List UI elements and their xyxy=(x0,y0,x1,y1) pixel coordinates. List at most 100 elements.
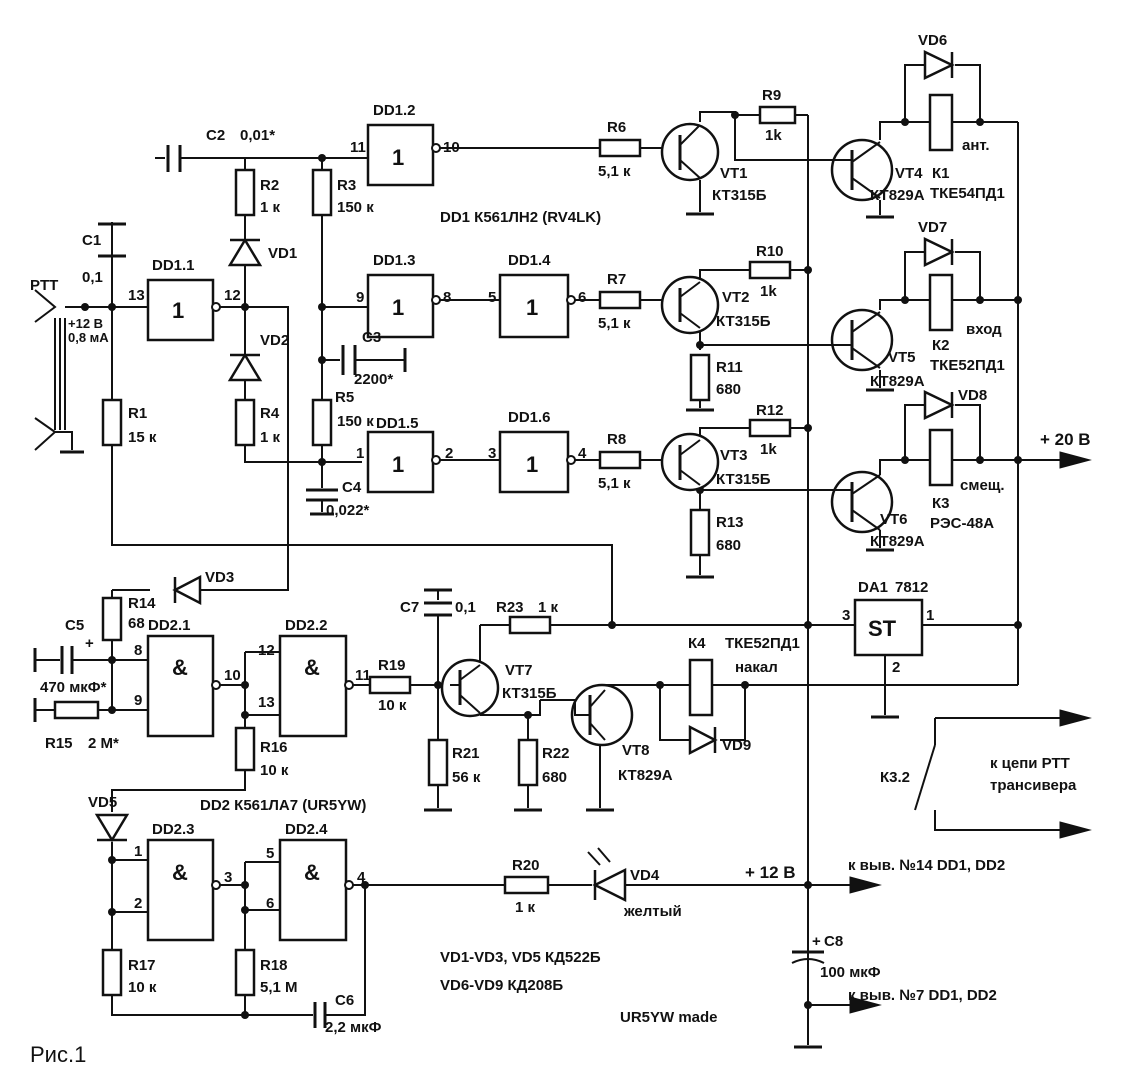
svg-text:R15: R15 xyxy=(45,735,73,752)
ptt-label: PTT xyxy=(30,277,58,294)
diode-vd6: VD6 xyxy=(918,32,955,80)
svg-text:10: 10 xyxy=(443,139,460,156)
svg-text:R13: R13 xyxy=(716,514,744,531)
gate-dd1-5: 1 DD1.5 1 2 xyxy=(356,415,453,494)
resistor-r21: R21 56 к xyxy=(427,738,481,787)
capacitor-c7: C7 0,1 xyxy=(400,599,476,616)
svg-text:1k: 1k xyxy=(760,283,777,300)
svg-text:КТ315Б: КТ315Б xyxy=(716,313,771,330)
transistor-vt5: VT5 КТ829А xyxy=(830,308,925,390)
svg-text:DD1.4: DD1.4 xyxy=(508,252,551,269)
svg-text:R12: R12 xyxy=(756,402,784,419)
svg-text:R21: R21 xyxy=(452,745,480,762)
svg-text:ант.: ант. xyxy=(962,137,990,154)
svg-text:680: 680 xyxy=(716,381,741,398)
svg-text:8: 8 xyxy=(443,289,451,306)
svg-text:2: 2 xyxy=(445,445,453,462)
svg-text:10 к: 10 к xyxy=(128,979,157,996)
svg-text:R6: R6 xyxy=(607,119,626,136)
diode-vd2: VD2 xyxy=(227,332,289,382)
svg-text:VD2: VD2 xyxy=(260,332,289,349)
resistor-r1: R1 15 к xyxy=(101,398,157,447)
gate-dd1-1: 1 DD1.1 13 12 xyxy=(128,257,241,342)
gate-dd1-4: 1 DD1.4 5 6 xyxy=(488,252,586,339)
svg-text:&: & xyxy=(304,655,320,680)
resistor-r22: R22 680 xyxy=(517,738,570,787)
ptt-current: 0,8 мА xyxy=(68,330,109,345)
svg-text:1: 1 xyxy=(392,295,404,320)
svg-text:68: 68 xyxy=(128,615,145,632)
svg-text:150 к: 150 к xyxy=(337,413,374,430)
resistor-r7: R7 5,1 к xyxy=(598,271,642,332)
svg-text:5,1 М: 5,1 М xyxy=(260,979,298,996)
svg-text:R20: R20 xyxy=(512,857,540,874)
diode-vd9: VD9 xyxy=(688,724,751,756)
svg-text:1: 1 xyxy=(134,843,142,860)
transistor-vt6: VT6 КТ829А xyxy=(830,470,925,550)
resistor-r4: R4 1 к xyxy=(234,398,281,447)
svg-text:R8: R8 xyxy=(607,431,626,448)
svg-text:10: 10 xyxy=(224,667,241,684)
svg-text:R22: R22 xyxy=(542,745,570,762)
svg-text:1k: 1k xyxy=(765,127,782,144)
svg-text:R14: R14 xyxy=(128,595,156,612)
dd2-note: DD2 К561ЛА7 (UR5YW) xyxy=(200,797,366,814)
svg-text:DD1.6: DD1.6 xyxy=(508,409,551,426)
svg-text:470 мкФ*: 470 мкФ* xyxy=(40,679,107,696)
resistor-r15: R15 2 М* xyxy=(45,700,119,752)
transistor-vt2: VT2 КТ315Б xyxy=(660,275,771,335)
relay-k1: К1 ТКЕ54ПД1 ант. xyxy=(928,93,1005,202)
resistor-r17: R17 10 к xyxy=(101,948,157,997)
svg-text:R10: R10 xyxy=(756,243,784,260)
resistor-r11: R11 680 xyxy=(689,353,743,402)
diode-vd3: VD3 xyxy=(172,569,234,606)
resistor-r16: R16 10 к xyxy=(234,726,289,779)
svg-text:К3: К3 xyxy=(932,495,950,512)
svg-text:13: 13 xyxy=(258,694,275,711)
svg-text:3: 3 xyxy=(842,607,850,624)
resistor-r14: R14 68 xyxy=(101,595,156,642)
svg-text:&: & xyxy=(172,860,188,885)
svg-text:9: 9 xyxy=(356,289,364,306)
junctions xyxy=(81,111,1022,1019)
ptt-chain-line1: к цепи РТТ xyxy=(990,755,1070,772)
svg-text:C6: C6 xyxy=(335,992,354,1009)
dd1-note: DD1 К561ЛН2 (RV4LK) xyxy=(440,209,601,226)
svg-text:R11: R11 xyxy=(716,359,743,376)
svg-text:12: 12 xyxy=(258,642,275,659)
svg-text:C4: C4 xyxy=(342,479,362,496)
svg-text:8: 8 xyxy=(134,642,142,659)
svg-text:КТ315Б: КТ315Б xyxy=(502,685,557,702)
arrows xyxy=(849,451,1092,1014)
svg-text:VD6: VD6 xyxy=(918,32,947,49)
relay-k4: К4 ТКЕ52ПД1 накал xyxy=(688,635,800,717)
svg-text:VD1: VD1 xyxy=(268,245,297,262)
svg-text:ST: ST xyxy=(868,616,897,641)
svg-text:VD4: VD4 xyxy=(630,867,660,884)
svg-text:5,1 к: 5,1 к xyxy=(598,315,631,332)
svg-text:6: 6 xyxy=(578,289,586,306)
resistor-r18: R18 5,1 М xyxy=(234,948,298,997)
svg-text:ТКЕ52ПД1: ТКЕ52ПД1 xyxy=(930,357,1005,374)
svg-text:DD1.2: DD1.2 xyxy=(373,102,416,119)
svg-text:C2: C2 xyxy=(206,127,225,144)
svg-text:1: 1 xyxy=(526,452,538,477)
transistor-vt4: VT4 КТ829А xyxy=(830,138,925,204)
gate-dd1-3: 1 DD1.3 9 8 xyxy=(356,252,451,339)
svg-text:DD2.3: DD2.3 xyxy=(152,821,195,838)
svg-text:VD3: VD3 xyxy=(205,569,234,586)
transistor-vt1: VT1 КТ315Б xyxy=(660,122,767,204)
svg-text:12: 12 xyxy=(224,287,241,304)
svg-text:1 к: 1 к xyxy=(260,429,281,446)
diode-vd1: VD1 xyxy=(227,237,297,267)
svg-text:R1: R1 xyxy=(128,405,147,422)
diode-note-2: VD6-VD9 КД208Б xyxy=(440,977,563,994)
svg-text:R18: R18 xyxy=(260,957,288,974)
svg-text:150 к: 150 к xyxy=(337,199,374,216)
svg-text:ТКЕ52ПД1: ТКЕ52ПД1 xyxy=(725,635,800,652)
svg-text:К2: К2 xyxy=(932,337,950,354)
svg-text:1: 1 xyxy=(392,145,404,170)
svg-text:C8: C8 xyxy=(824,933,843,950)
svg-text:VD9: VD9 xyxy=(722,737,751,754)
